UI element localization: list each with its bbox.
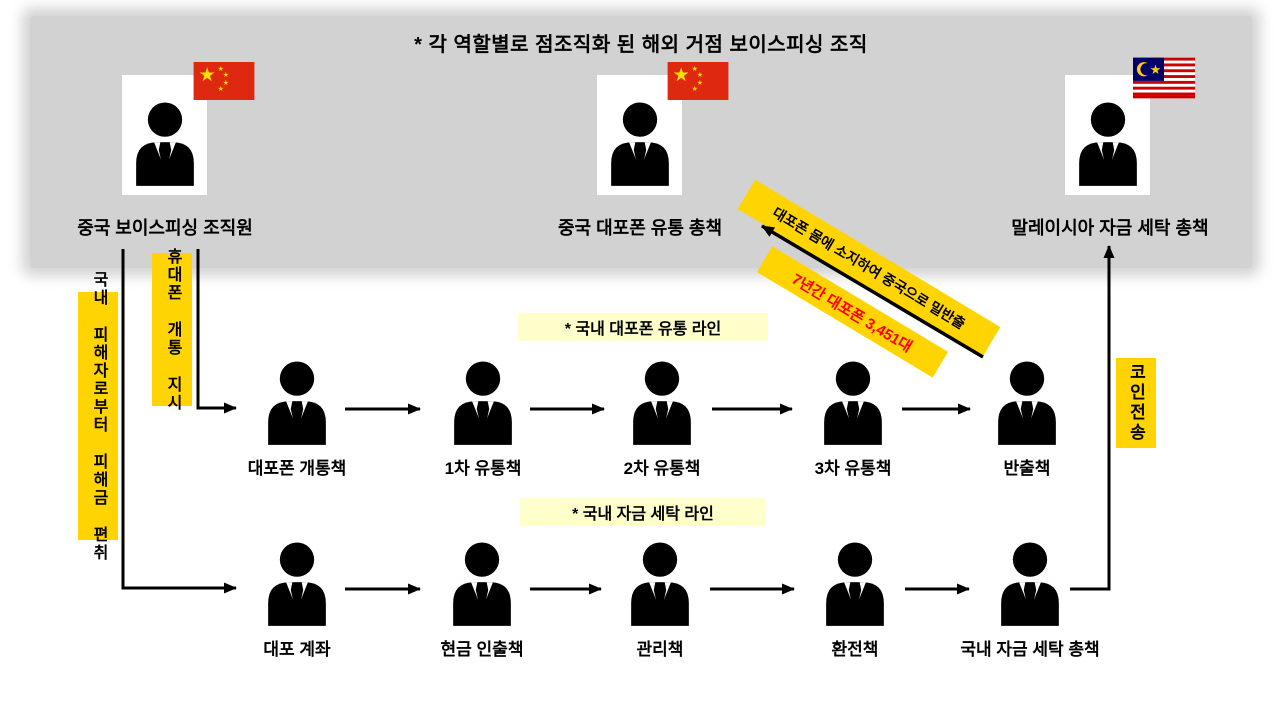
person-phone-opener: 대포폰 개통책 (232, 352, 362, 479)
person-icon (268, 542, 326, 626)
person-label: 중국 보이스피싱 조직원 (77, 218, 253, 238)
note-phone-order: 휴대폰 개통 지시 (152, 248, 192, 412)
person-icon (610, 102, 669, 186)
china-flag-icon (193, 62, 255, 100)
person-label: 1차 유통책 (444, 459, 522, 478)
person-label: 2차 유통책 (623, 459, 701, 478)
person-label: 현금 인출책 (440, 640, 524, 659)
diagram-title: * 각 역할별로 점조직화 된 해외 거점 보이스피싱 조직 (414, 34, 868, 56)
person-icon (824, 361, 882, 445)
person-label: 환전책 (831, 640, 879, 659)
china-flag-icon (667, 62, 729, 100)
person-label: 대포 계좌 (263, 640, 331, 659)
person-label: 중국 대포폰 유통 총책 (557, 218, 723, 238)
person-fake-account: 대포 계좌 (232, 533, 362, 660)
person-icon (453, 542, 511, 626)
person-label: 3차 유통책 (814, 459, 892, 478)
person-icon (268, 361, 326, 445)
person-carrier: 반출책 (962, 352, 1092, 479)
person-label: 반출책 (1003, 459, 1051, 478)
note-victim-money: 국내 피해자로부터 피해금 편취 (78, 271, 118, 562)
person-distributor-3: 3차 유통책 (788, 352, 918, 479)
person-icon (1078, 102, 1137, 186)
phone-line-title: * 국내 대포폰 유통 라인 (518, 313, 768, 341)
person-money-changer: 환전책 (790, 533, 920, 660)
person-icon (826, 542, 884, 626)
person-label: 관리책 (636, 640, 684, 659)
person-icon (998, 361, 1056, 445)
person-cash-withdrawer: 현금 인출책 (417, 533, 547, 660)
person-domestic-laundering-boss: 국내 자금 세탁 총책 (960, 533, 1100, 660)
money-line-title: * 국내 자금 세탁 라인 (520, 498, 766, 526)
person-label: 국내 자금 세탁 총책 (960, 640, 1100, 659)
person-icon (1001, 542, 1059, 626)
arrow-to-phone-opener (196, 249, 237, 414)
person-china-phishing-member (122, 75, 207, 195)
person-distributor-1: 1차 유통책 (418, 352, 548, 479)
person-label: 말레이시아 자금 세탁 총책 (1011, 218, 1209, 238)
person-label: 대포폰 개통책 (247, 459, 347, 478)
person-icon (135, 102, 194, 186)
person-manager: 관리책 (595, 533, 725, 660)
malaysia-flag-icon (1133, 57, 1195, 99)
person-distributor-2: 2차 유통책 (597, 352, 727, 479)
person-icon (633, 361, 691, 445)
person-icon (454, 361, 512, 445)
person-icon (631, 542, 689, 626)
note-coin-transfer: 코인전송 (1116, 358, 1156, 448)
